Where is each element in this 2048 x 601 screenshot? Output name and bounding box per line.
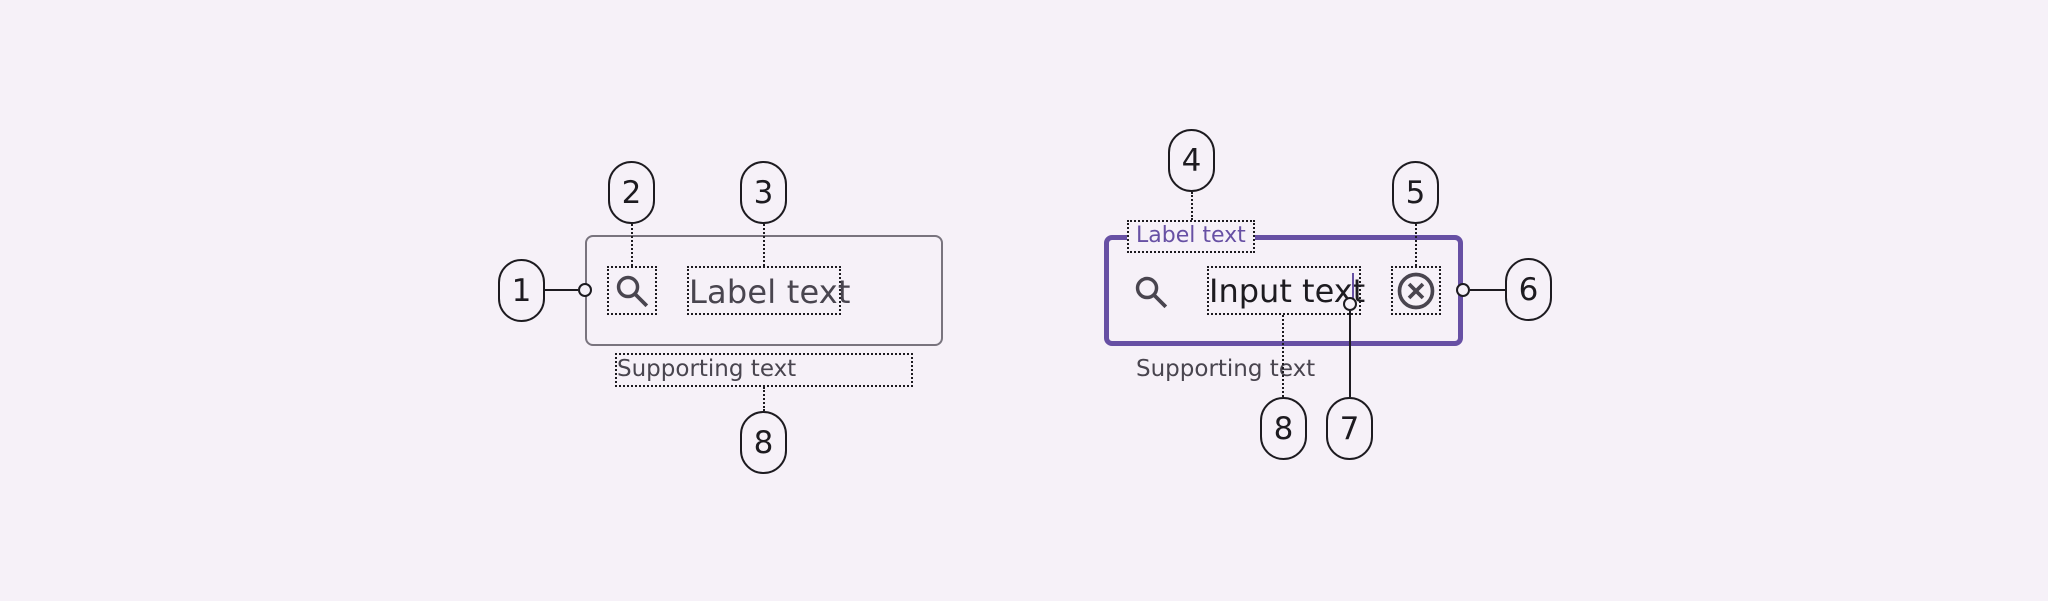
supporting-text-highlight (615, 353, 913, 387)
callout-8-right-leader (1282, 315, 1284, 397)
supporting-text: Supporting text (1136, 356, 1316, 382)
callout-6-leader (1470, 289, 1505, 291)
clear-circle-icon[interactable] (1394, 269, 1438, 313)
label-text-highlight (687, 266, 841, 315)
callout-4: 4 (1168, 129, 1215, 192)
callout-8-left: 8 (740, 411, 787, 474)
callout-5-leader (1415, 224, 1417, 266)
trailing-icon-highlight (1391, 266, 1441, 315)
callout-3-leader (763, 224, 765, 266)
callout-1: 1 (498, 259, 545, 322)
callout-6: 6 (1505, 258, 1552, 321)
callout-4-leader (1191, 192, 1193, 220)
callout-3: 3 (740, 161, 787, 224)
callout-5: 5 (1392, 161, 1439, 224)
callout-8-right: 8 (1260, 397, 1307, 460)
search-icon (1135, 276, 1168, 309)
input-text-highlight (1207, 266, 1361, 315)
callout-2-leader (631, 224, 633, 266)
callout-7-leader (1349, 311, 1351, 397)
supporting-text: Supporting text (617, 356, 797, 382)
input-text[interactable]: Input text (1209, 272, 1366, 310)
callout-8-left-leader (763, 387, 765, 411)
label-text: Label text (689, 273, 851, 311)
floating-label-text: Label text (1136, 223, 1246, 248)
callout-1-anchor (578, 283, 592, 297)
floating-label-highlight (1127, 220, 1255, 253)
label-notch (1127, 228, 1255, 242)
search-icon (616, 275, 649, 308)
callout-6-anchor (1456, 283, 1470, 297)
text-cursor (1352, 273, 1354, 303)
leading-icon-highlight (607, 266, 657, 315)
callout-7: 7 (1326, 397, 1373, 460)
callout-2: 2 (608, 161, 655, 224)
callout-7-anchor (1343, 297, 1357, 311)
callout-1-leader (544, 289, 578, 291)
